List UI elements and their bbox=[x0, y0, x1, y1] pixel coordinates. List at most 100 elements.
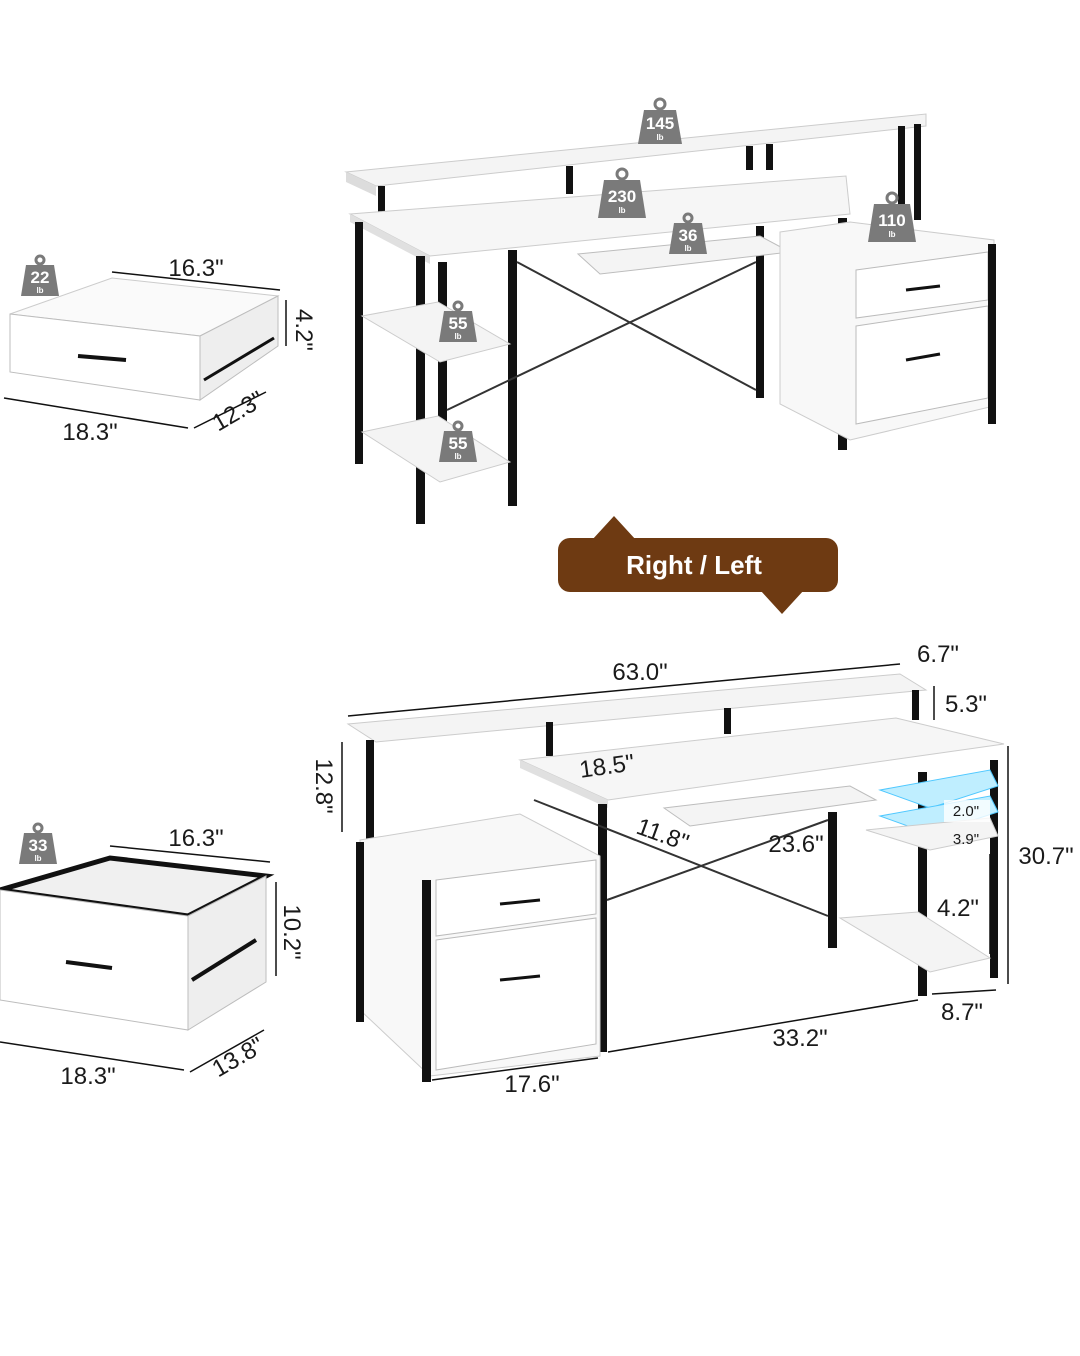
svg-text:230: 230 bbox=[608, 187, 636, 206]
weight-badge-top-drawer: 22 lb bbox=[21, 254, 59, 296]
banner-label: Right / Left bbox=[626, 550, 762, 580]
top-cross-brace bbox=[446, 261, 757, 411]
weight-badge-shelf-lower: 55 lb bbox=[439, 420, 477, 462]
dim-line-top-drawer-width bbox=[3, 397, 189, 429]
dim-bottom-drawer-height: 10.2" bbox=[278, 904, 305, 959]
shelf-gap-a-bg bbox=[944, 800, 990, 822]
top-drawer-handle bbox=[77, 354, 127, 362]
top-riser-leg bbox=[746, 146, 753, 170]
dim-line-top-drawer-side bbox=[193, 391, 267, 429]
svg-text:lb: lb bbox=[618, 206, 625, 215]
bottom-drawer-side bbox=[187, 875, 267, 1031]
bottom-riser-shelf bbox=[346, 673, 928, 743]
dim-bottom-drawer-depth: 16.3" bbox=[168, 825, 223, 852]
orientation-banner: Right / Left bbox=[558, 516, 838, 614]
svg-text:55: 55 bbox=[449, 434, 468, 453]
top-desk-leg bbox=[355, 222, 363, 464]
top-cabinet-leg bbox=[988, 244, 996, 424]
dim-bottom-drawer-side: 13.8" bbox=[208, 1032, 269, 1083]
bottom-desk-leg bbox=[918, 772, 927, 996]
bottom-riser-leg bbox=[366, 740, 374, 840]
bottom-cabinet-drawer bbox=[435, 917, 597, 1071]
svg-text:33: 33 bbox=[29, 836, 48, 855]
svg-text:22: 22 bbox=[31, 268, 50, 287]
top-shelf-lower bbox=[360, 415, 512, 483]
bottom-cabinet-leg bbox=[356, 842, 364, 1022]
dim-total-height: 30.7" bbox=[1018, 843, 1073, 870]
weight-badge-keyboard-tray: 36 lb bbox=[669, 212, 707, 254]
bottom-drawer-handle bbox=[65, 960, 113, 970]
dim-shelf-gap-a: 2.0" bbox=[953, 803, 979, 820]
dim-tray-width: 23.6" bbox=[768, 831, 823, 858]
top-riser-leg bbox=[766, 144, 773, 170]
dim-knee-width: 33.2" bbox=[772, 1025, 827, 1052]
dim-top-drawer-width: 18.3" bbox=[62, 419, 117, 446]
banner-arrow-down-icon bbox=[760, 590, 804, 614]
dim-shelf-width: 8.7" bbox=[941, 999, 983, 1026]
svg-text:lb: lb bbox=[656, 133, 663, 142]
weight-badge-shelf-upper: 55 lb bbox=[439, 300, 477, 342]
bottom-led-shelf bbox=[878, 769, 999, 809]
dim-riser-depth: 6.7" bbox=[917, 641, 959, 668]
weight-badge-cabinet: 110 lb bbox=[868, 191, 916, 242]
bottom-riser-leg bbox=[912, 690, 919, 720]
top-desk-leg bbox=[416, 256, 425, 524]
bottom-desk-leg bbox=[598, 804, 607, 1052]
svg-text:55: 55 bbox=[449, 314, 468, 333]
dim-shelf-gap-b: 3.9" bbox=[953, 831, 979, 848]
dim-riser-height: 5.3" bbox=[945, 691, 987, 718]
top-riser-leg bbox=[914, 124, 921, 220]
bottom-riser-leg bbox=[724, 708, 731, 734]
svg-text:110: 110 bbox=[878, 211, 905, 230]
top-riser-leg bbox=[378, 186, 385, 222]
top-drawer-handle bbox=[905, 352, 941, 362]
svg-text:145: 145 bbox=[646, 114, 674, 133]
dim-shelf-gap-c: 4.2" bbox=[937, 895, 979, 922]
bottom-drawer-handle bbox=[499, 898, 541, 906]
top-drawer-slide bbox=[203, 336, 275, 382]
bottom-riser-leg bbox=[546, 722, 553, 756]
banner-arrow-up-icon bbox=[592, 516, 636, 540]
top-drawer-side bbox=[199, 295, 279, 401]
dim-line-shelf-width bbox=[931, 989, 997, 995]
bottom-drawer-slide bbox=[190, 938, 258, 982]
dim-bottom-drawer-width: 18.3" bbox=[60, 1063, 115, 1090]
bottom-drawer-handle bbox=[499, 974, 541, 982]
dim-top-drawer-side: 12.3" bbox=[208, 386, 269, 437]
bottom-shelf-lower bbox=[838, 911, 992, 973]
dim-line-length bbox=[347, 663, 901, 717]
dim-line-cabinet-width bbox=[431, 1057, 599, 1081]
weight-badge-desktop: 230 lb bbox=[598, 167, 646, 218]
dim-riser-clearance: 12.8" bbox=[310, 758, 337, 813]
svg-text:lb: lb bbox=[888, 230, 895, 239]
top-cross-brace bbox=[516, 261, 757, 391]
top-riser-edge bbox=[346, 172, 376, 196]
top-riser-shelf bbox=[344, 113, 927, 187]
bottom-cabinet-leg bbox=[422, 880, 431, 1082]
svg-text:lb: lb bbox=[36, 286, 43, 295]
svg-text:lb: lb bbox=[34, 854, 41, 863]
bottom-desk-leg bbox=[990, 760, 998, 978]
bottom-cross-brace bbox=[533, 799, 829, 917]
svg-text:lb: lb bbox=[684, 244, 691, 253]
bottom-drawer-illustration bbox=[0, 855, 275, 1031]
top-shelf-upper bbox=[360, 301, 512, 363]
top-drawer-illustration bbox=[9, 277, 280, 401]
svg-text:36: 36 bbox=[679, 226, 698, 245]
svg-text:lb: lb bbox=[454, 332, 461, 341]
banner-box bbox=[558, 538, 838, 592]
top-riser-leg bbox=[898, 126, 905, 222]
dim-line-bottom-drawer-side bbox=[189, 1029, 265, 1073]
dim-cabinet-width: 17.6" bbox=[504, 1071, 559, 1098]
dim-line-knee-width bbox=[607, 999, 919, 1053]
dim-length: 63.0" bbox=[612, 659, 667, 686]
bottom-desk-illustration bbox=[346, 673, 1005, 1082]
dim-line-bottom-drawer-depth bbox=[109, 845, 271, 863]
bottom-cross-brace bbox=[606, 819, 829, 901]
weight-badge-bottom-drawer: 33 lb bbox=[19, 822, 57, 864]
bottom-desktop-edge bbox=[520, 760, 608, 808]
dim-top-drawer-height: 4.2" bbox=[290, 309, 317, 351]
bottom-desk-leg bbox=[828, 812, 837, 948]
